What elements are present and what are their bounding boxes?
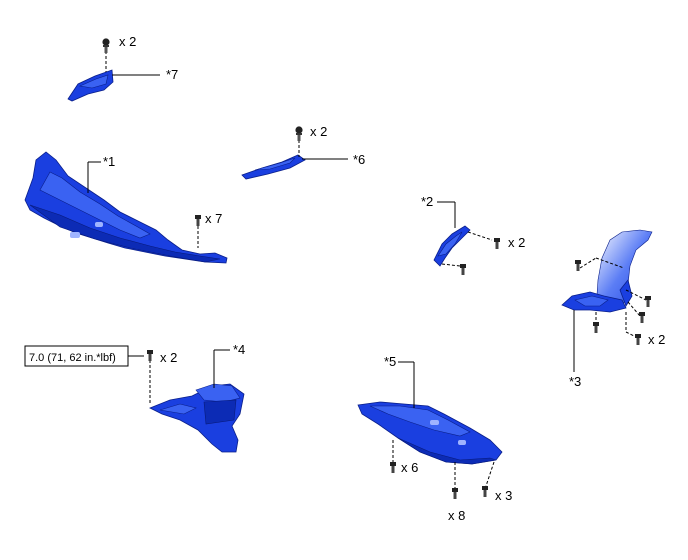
part-7: x 2 *7 [67, 34, 178, 102]
clip-icon [295, 126, 303, 141]
quantity-label: x 3 [495, 488, 512, 503]
quantity-label: x 6 [401, 460, 418, 475]
part-label-5: *5 [384, 354, 396, 369]
quantity-label: x 2 [160, 350, 177, 365]
part-label-2: *2 [421, 194, 433, 209]
bolt-icon [635, 334, 641, 345]
part-5: *5 x 6 x 8 x 3 [357, 354, 512, 523]
part-label-6: *6 [353, 152, 365, 167]
part-6: x 2 *6 [241, 124, 365, 180]
quantity-label: x 8 [448, 508, 465, 523]
bolt-icon [482, 486, 488, 497]
bolt-icon [575, 260, 581, 271]
bolt-icon [195, 215, 201, 226]
bolt-icon [639, 312, 645, 323]
part-label-4: *4 [233, 342, 245, 357]
bolt-icon [390, 462, 396, 473]
quantity-label: x 2 [119, 34, 136, 49]
quantity-label: x 2 [508, 235, 525, 250]
part-3: x 2 *3 [561, 229, 665, 389]
part-2: x 2 *2 [421, 194, 525, 275]
part-4: *4 x 2 7.0 (71, 62 in.*lbf) [24, 342, 245, 453]
bolt-icon [460, 264, 466, 275]
bolt-icon [147, 350, 153, 361]
bolt-icon [494, 238, 500, 249]
part-label-1: *1 [103, 154, 115, 169]
quantity-label: x 7 [205, 211, 222, 226]
torque-spec: 7.0 (71, 62 in.*lbf) [29, 352, 116, 364]
part-label-7: *7 [166, 67, 178, 82]
bolt-icon [593, 322, 599, 333]
bolt-icon [645, 296, 651, 307]
part-label-3: *3 [569, 374, 581, 389]
quantity-label: x 2 [648, 332, 665, 347]
clip-icon [102, 38, 110, 53]
bolt-icon [452, 488, 458, 499]
quantity-label: x 2 [310, 124, 327, 139]
part-1: x 7 *1 [24, 151, 228, 264]
